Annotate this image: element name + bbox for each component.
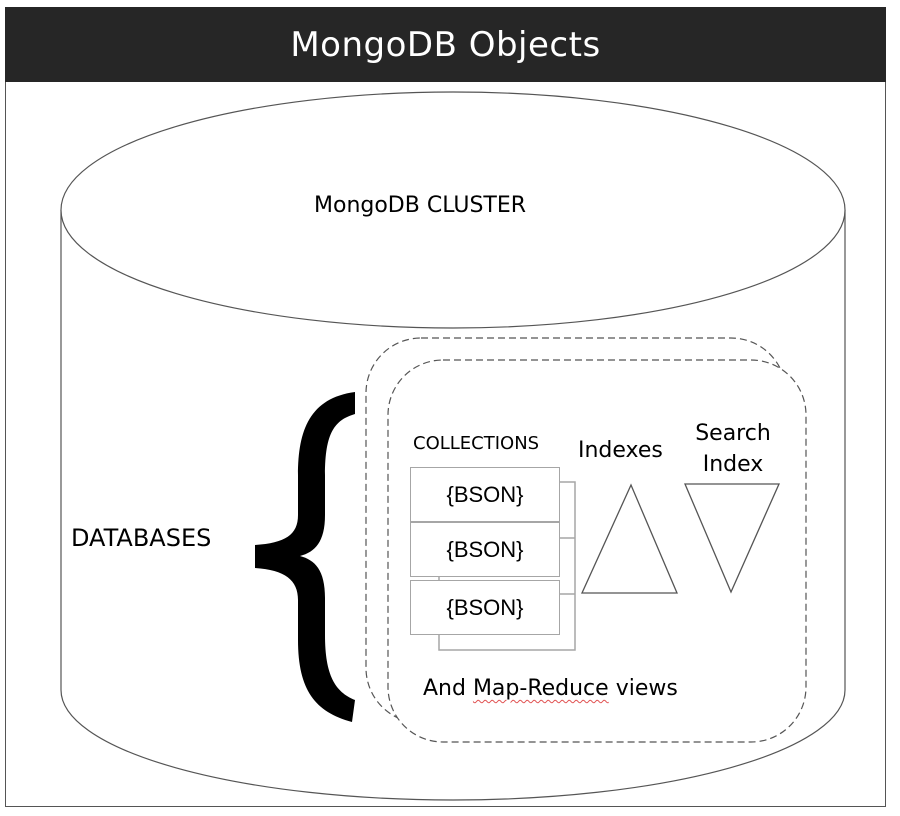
search-index-triangle-icon <box>684 483 781 594</box>
search-index-label-line1: Search <box>695 421 771 446</box>
search-index-label-line2: Index <box>702 452 764 477</box>
views-prefix: And <box>423 676 473 701</box>
index-triangle-icon <box>580 483 678 594</box>
bson-document: {BSON} <box>410 580 560 635</box>
databases-label: DATABASES <box>71 524 212 552</box>
collections-label: COLLECTIONS <box>413 433 540 454</box>
cluster-label: MongoDB CLUSTER <box>314 193 527 218</box>
views-suffix: views <box>608 676 678 701</box>
search-index-label: Search Index <box>690 418 776 480</box>
views-map-reduce: Map-Reduce <box>472 676 609 701</box>
title-bar: MongoDB Objects <box>5 7 886 82</box>
page-title: MongoDB Objects <box>290 24 601 65</box>
map-reduce-views-label: And Map-Reduce views <box>423 676 678 701</box>
indexes-label: Indexes <box>578 438 663 463</box>
bson-document: {BSON} <box>410 522 560 577</box>
curly-brace-icon <box>255 392 355 722</box>
bson-document: {BSON} <box>410 467 560 522</box>
cylinder-top <box>60 91 846 329</box>
